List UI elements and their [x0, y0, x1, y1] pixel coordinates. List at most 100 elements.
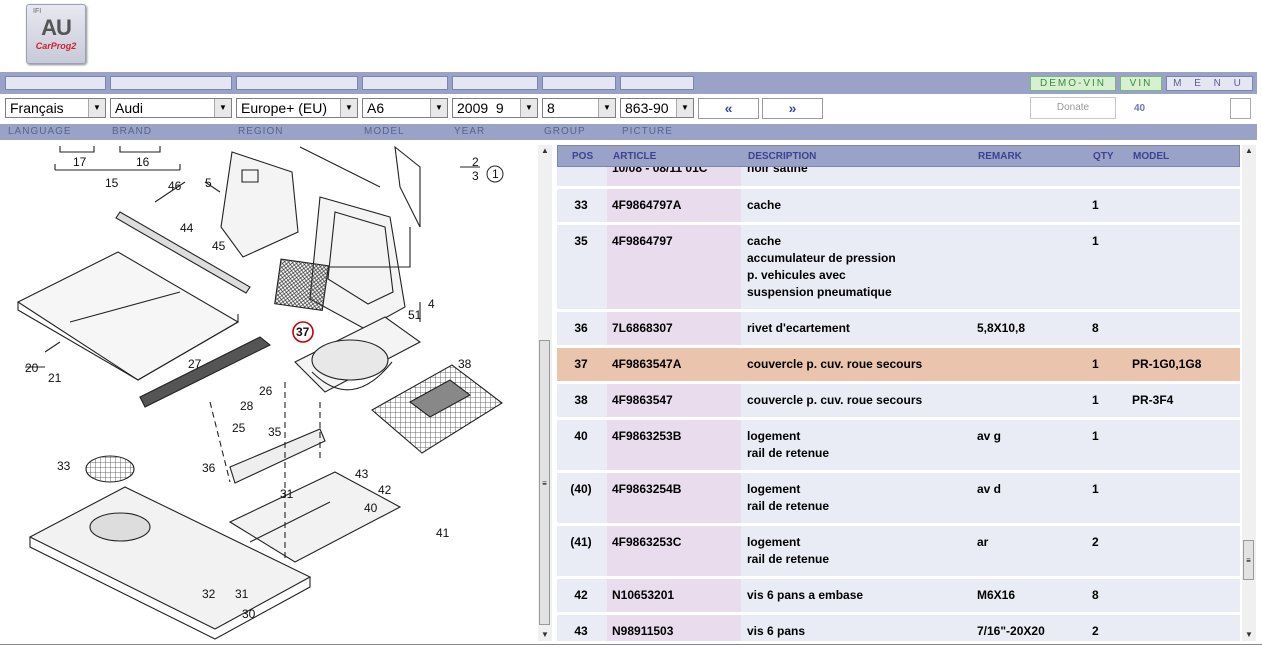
callout-15: 15: [105, 176, 119, 190]
article-cell: 7L6868307: [612, 321, 673, 335]
article-cell: 4F9864797: [612, 234, 673, 248]
qty-cell: 1: [1092, 393, 1099, 407]
model-select[interactable]: A6 ▼: [362, 98, 448, 118]
picture-select-value: 863-90: [625, 100, 669, 116]
callout-38: 38: [458, 357, 472, 371]
pos-cell: 33: [574, 198, 588, 212]
callout-31b: 31: [280, 487, 294, 501]
scroll-thumb[interactable]: ≡: [1243, 540, 1254, 580]
selector-row: Français▼ Audi▼ Europe+ (EU)▼ A6▼ 2009 9…: [0, 95, 1257, 123]
language-select[interactable]: Français▼: [5, 98, 106, 118]
pos-cell: 37: [574, 357, 588, 371]
model-header-cell: [362, 76, 448, 90]
description-cell: logement rail de retenue: [747, 482, 830, 513]
header-description: DESCRIPTION: [748, 151, 817, 162]
callout-51: 51: [408, 308, 422, 322]
brand-header-cell: [110, 76, 232, 90]
description-cell: rivet d'ecartement: [747, 321, 850, 335]
callout-28: 28: [240, 399, 254, 413]
article-column-bg: [607, 526, 741, 576]
qty-cell: 1: [1092, 429, 1099, 443]
scroll-down-arrow-icon[interactable]: ▼: [541, 630, 549, 639]
callout-26: 26: [259, 384, 273, 398]
callout-20: 20: [25, 361, 39, 375]
group-select[interactable]: 8▼: [542, 98, 616, 118]
region-label: REGION: [238, 126, 284, 137]
language-header-cell: [5, 76, 106, 90]
brand-label: BRAND: [112, 126, 153, 137]
article-cell: N10653201: [612, 588, 675, 602]
callout-33: 33: [57, 459, 71, 473]
callout-3: 3: [472, 169, 479, 183]
scroll-up-arrow-icon[interactable]: ▲: [541, 146, 549, 155]
qty-cell: 8: [1092, 321, 1099, 335]
donate-button[interactable]: Donate: [1030, 97, 1116, 119]
picture-select[interactable]: 863-90 ▼: [620, 98, 694, 118]
callout-44: 44: [180, 221, 194, 235]
group-select-value: 8: [547, 100, 555, 116]
callout-21: 21: [48, 371, 62, 385]
brand-select-value: Audi: [115, 100, 144, 116]
vin-button[interactable]: VIN: [1120, 76, 1162, 91]
callout-40: 40: [364, 501, 378, 515]
qty-cell: 8: [1092, 588, 1099, 602]
model-select-value: A6: [367, 100, 385, 116]
group-header-cell: [542, 76, 616, 90]
previous-picture-button[interactable]: «: [698, 98, 759, 119]
language-select-value: Français: [10, 100, 64, 116]
article-column-bg: [607, 579, 741, 612]
year-select[interactable]: 2009 9▼: [452, 98, 538, 118]
description-cell: vis 6 pans a embase: [747, 588, 864, 602]
pos-cell: 36: [574, 321, 588, 335]
year-label: YEAR: [454, 126, 486, 137]
region-select[interactable]: Europe+ (EU)▼: [236, 98, 358, 118]
qty-cell: 1: [1092, 234, 1099, 248]
field-label-bar: LANGUAGE BRAND REGION MODEL YEAR GROUP P…: [0, 124, 1257, 140]
qty-cell: 2: [1092, 624, 1099, 638]
count-indicator: 40: [1134, 103, 1146, 114]
chevron-down-icon: ▼: [676, 99, 693, 117]
header-pos: POS: [572, 151, 594, 162]
article-column-bg: [607, 348, 741, 381]
scroll-thumb[interactable]: ≡: [539, 340, 550, 625]
model-cell: PR-3F4: [1132, 393, 1174, 407]
scroll-down-arrow-icon[interactable]: ▼: [1245, 630, 1253, 639]
callout-5: 5: [205, 176, 212, 190]
remark-cell: ar: [977, 535, 989, 549]
brand-select[interactable]: Audi▼: [110, 98, 232, 118]
parts-diagram-drawing: 1 2 3 4 5 15 16 17 20 21 25 26 27 28 30 …: [16, 145, 504, 640]
table-scrollbar[interactable]: ▲ ≡ ▼: [1242, 145, 1256, 641]
chevron-down-icon: ▼: [340, 99, 357, 117]
chevron-down-icon: ▼: [520, 99, 537, 117]
chevron-down-icon: ▼: [430, 99, 447, 117]
qty-cell: 2: [1092, 535, 1099, 549]
pos-cell: 35: [574, 234, 588, 248]
remark-cell: av g: [977, 429, 1002, 443]
table-header: POS ARTICLE DESCRIPTION REMARK QTY MODEL: [557, 145, 1240, 167]
scroll-up-arrow-icon[interactable]: ▲: [1245, 146, 1253, 155]
callout-25: 25: [232, 421, 246, 435]
menu-button[interactable]: M E N U: [1166, 76, 1253, 91]
next-picture-button[interactable]: »: [762, 98, 823, 119]
diagram-scrollbar[interactable]: ▲ ≡ ▼: [538, 145, 552, 641]
article-column-bg: [607, 473, 741, 523]
search-box[interactable]: [1230, 98, 1251, 119]
description-cell: logement rail de retenue: [747, 429, 830, 460]
remark-cell: 7/16"-20X20: [977, 624, 1045, 638]
description-cell: cache: [747, 198, 782, 212]
header-remark: REMARK: [978, 151, 1022, 162]
callout-16: 16: [136, 155, 150, 169]
parts-diagram[interactable]: 1 2 3 4 5 15 16 17 20 21 25 26 27 28 30 …: [0, 142, 534, 644]
demo-vin-button[interactable]: DEMO-VIN: [1030, 76, 1116, 91]
article-cell: 4F9863253C: [612, 535, 682, 549]
